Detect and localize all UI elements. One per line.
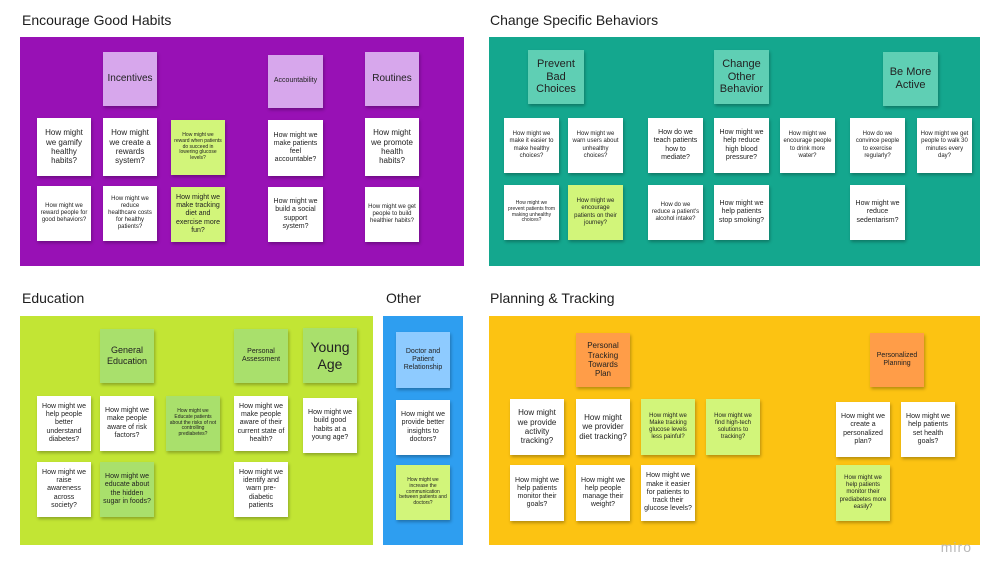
section-title-education: Education xyxy=(22,290,85,306)
sticky-note[interactable]: How might we create a rewards system? xyxy=(103,118,157,176)
sticky-note[interactable]: How might we Make tracking glucose level… xyxy=(641,399,695,455)
section-title-encourage: Encourage Good Habits xyxy=(22,12,172,28)
sticky-note[interactable]: How do we convince people to exercise re… xyxy=(850,118,905,173)
miro-logo: miro xyxy=(940,539,972,555)
sticky-note[interactable]: How might we provide better insights to … xyxy=(396,400,450,455)
sticky-note[interactable]: How might we help patients monitor their… xyxy=(836,465,890,521)
sticky-note-header[interactable]: Personal Assessment xyxy=(234,329,288,383)
sticky-note[interactable]: How might we make people aware of risk f… xyxy=(100,396,154,451)
sticky-note[interactable]: How might we encourage patients on their… xyxy=(568,185,623,240)
sticky-note[interactable]: How might we promote health habits? xyxy=(365,118,419,176)
sticky-note[interactable]: How might we provide activity tracking? xyxy=(510,399,564,455)
sticky-note[interactable]: How might we make it easier to make heal… xyxy=(504,118,559,173)
sticky-note[interactable]: How might we Educate patients about the … xyxy=(166,396,220,451)
sticky-note[interactable]: How might we prevent patients from makin… xyxy=(504,185,559,240)
sticky-note[interactable]: How might we reward people for good beha… xyxy=(37,186,91,241)
sticky-note[interactable]: How might we build a social support syst… xyxy=(268,187,323,242)
sticky-note[interactable]: How might we help people better understa… xyxy=(37,396,91,451)
sticky-note[interactable]: How might we help patients set health go… xyxy=(901,402,955,457)
sticky-note[interactable]: How do we teach patients how to mediate? xyxy=(648,118,703,173)
sticky-note[interactable]: How might we increase the communication … xyxy=(396,465,450,520)
sticky-note-header[interactable]: Young Age xyxy=(303,328,357,383)
sticky-note-header[interactable]: Change Other Behavior xyxy=(714,50,769,104)
sticky-note[interactable]: How might we create a personalized plan? xyxy=(836,402,890,457)
sticky-note[interactable]: How might we find high-tech solutions to… xyxy=(706,399,760,455)
sticky-note-header[interactable]: Incentives xyxy=(103,52,157,106)
sticky-note-header[interactable]: Accountability xyxy=(268,55,323,108)
sticky-note[interactable]: How might we make tracking diet and exer… xyxy=(171,187,225,242)
sticky-note[interactable]: How might we make patients feel accounta… xyxy=(268,120,323,176)
sticky-note-header[interactable]: Doctor and Patient Relationship xyxy=(396,332,450,388)
sticky-note[interactable]: How might we get people to build healthi… xyxy=(365,187,419,242)
sticky-note[interactable]: How might we reduce sedentarism? xyxy=(850,185,905,240)
sticky-note[interactable]: How might we make people aware of their … xyxy=(234,396,288,451)
sticky-note[interactable]: How might we help patients monitor their… xyxy=(510,465,564,521)
section-title-other: Other xyxy=(386,290,422,306)
sticky-note[interactable]: How might we raise awareness across soci… xyxy=(37,462,91,517)
sticky-note[interactable]: How might we warn users about unhealthy … xyxy=(568,118,623,173)
sticky-note[interactable]: How might we help patients stop smoking? xyxy=(714,185,769,240)
sticky-note[interactable]: How might we provider diet tracking? xyxy=(576,399,630,455)
sticky-note[interactable]: How might we make it easier for patients… xyxy=(641,465,695,521)
sticky-note[interactable]: How might we help people manage their we… xyxy=(576,465,630,521)
section-title-change: Change Specific Behaviors xyxy=(490,12,659,28)
sticky-note[interactable]: How might we identify and warn pre-diabe… xyxy=(234,462,288,517)
sticky-note[interactable]: How might we help reduce high blood pres… xyxy=(714,118,769,173)
sticky-note[interactable]: How do we reduce a patient's alcohol int… xyxy=(648,185,703,240)
section-title-planning: Planning & Tracking xyxy=(490,290,615,306)
sticky-note[interactable]: How might we get people to walk 30 minut… xyxy=(917,118,972,173)
sticky-note[interactable]: How might we encourage people to drink m… xyxy=(780,118,835,173)
sticky-note-header[interactable]: Prevent Bad Choices xyxy=(528,50,584,104)
sticky-note[interactable]: How might we build good habits at a youn… xyxy=(303,398,357,453)
sticky-note[interactable]: How might we reward when patients do suc… xyxy=(171,120,225,175)
sticky-note-header[interactable]: Routines xyxy=(365,52,419,106)
sticky-note[interactable]: How might we gamify healthy habits? xyxy=(37,118,91,176)
sticky-note-header[interactable]: General Education xyxy=(100,329,154,383)
sticky-note[interactable]: How might we reduce healthcare costs for… xyxy=(103,186,157,241)
sticky-note-header[interactable]: Personalized Planning xyxy=(870,333,924,387)
sticky-note[interactable]: How might we educate about the hidden su… xyxy=(100,462,154,517)
sticky-note-header[interactable]: Be More Active xyxy=(883,52,938,106)
sticky-note-header[interactable]: Personal Tracking Towards Plan xyxy=(576,333,630,387)
